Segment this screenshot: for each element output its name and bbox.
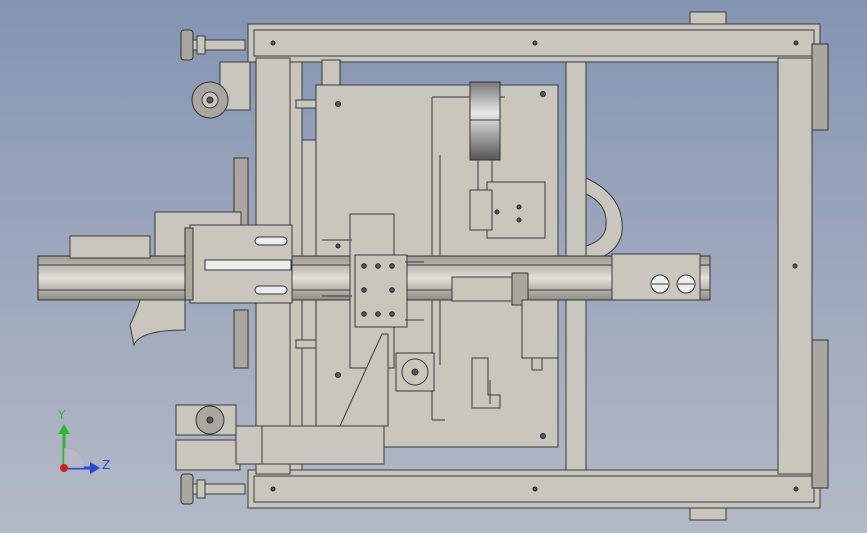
origin-dot <box>60 464 68 472</box>
l-bracket <box>471 357 501 409</box>
diagonal-brace <box>235 333 389 465</box>
upper-bracket <box>469 181 546 239</box>
stepper-motor <box>395 352 435 392</box>
y-axis-arrowhead <box>58 424 70 434</box>
caster-wheel-bottom-left <box>175 404 241 471</box>
z-axis-label: Z <box>102 458 111 472</box>
y-axis-label: Y <box>58 408 66 422</box>
leveling-foot-bottom-left <box>180 473 246 505</box>
sliding-carriage <box>184 224 293 304</box>
orientation-triad: Y Z <box>48 408 118 482</box>
rail-end-block <box>611 253 701 301</box>
leveling-foot-top-left <box>180 29 246 61</box>
axis-plane-sector <box>64 448 84 468</box>
axis-triad-graphic <box>58 424 100 474</box>
z-axis-arrowhead <box>90 462 100 474</box>
curved-guide <box>585 177 623 263</box>
caster-wheel-top-left <box>191 61 251 119</box>
servo-motor <box>440 272 559 371</box>
